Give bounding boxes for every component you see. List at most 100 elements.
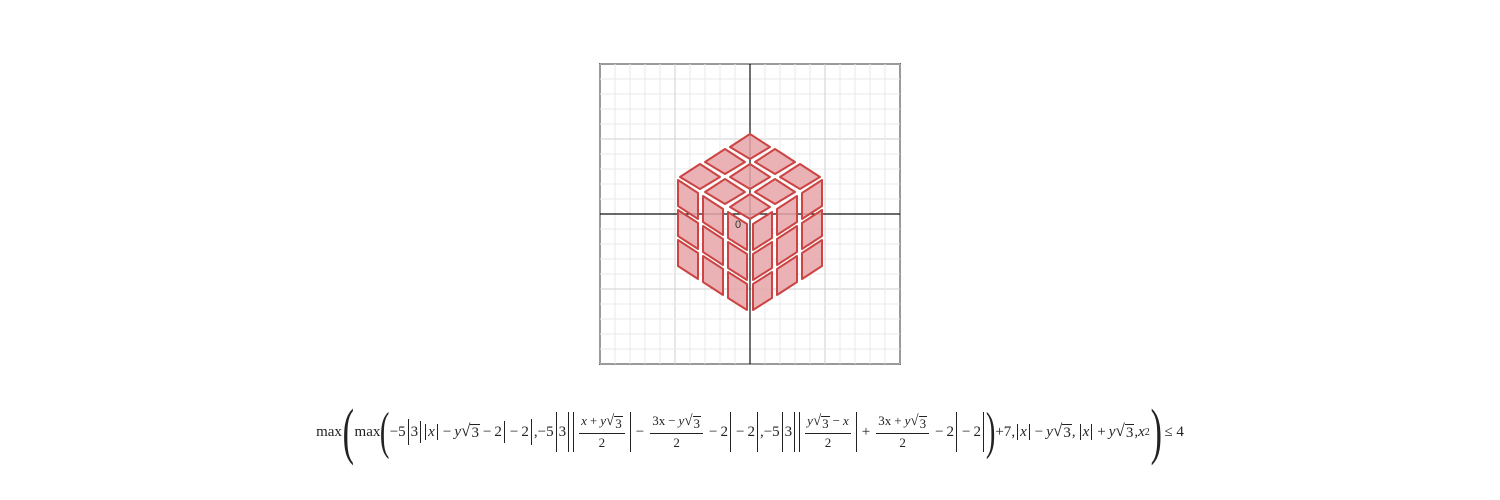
cube-piece-11	[702, 195, 724, 236]
op-minus: −	[509, 423, 519, 440]
sqrt: √3	[1115, 421, 1135, 442]
abs-bar	[781, 412, 783, 452]
comma: ,	[759, 423, 764, 440]
op-minus: −	[482, 423, 492, 440]
num-2: 2	[747, 423, 755, 440]
term1-coef: −5	[389, 423, 406, 440]
var-x: x	[428, 423, 435, 440]
frac-x-plus-ysqrt3: x+y√3 2	[579, 413, 625, 450]
num-2: 2	[494, 423, 502, 440]
graph-canvas: 0	[599, 63, 901, 365]
comma: ,	[1071, 423, 1076, 440]
cube-piece-5	[679, 163, 721, 190]
paren-close-outer: )	[1150, 398, 1162, 466]
op-minus: −	[442, 423, 452, 440]
abs-bar	[1017, 424, 1019, 440]
max-outer: max	[316, 423, 342, 440]
cube-piece-26	[776, 255, 798, 296]
paren-open-inner: (	[380, 403, 390, 460]
cube-piece-21	[752, 211, 773, 251]
cube-piece-23	[776, 225, 798, 266]
formula-expression: max ( max ( −5 3 x − y √3 − 2 − 2 , −5 3…	[0, 392, 1500, 472]
frac-3x-minus-ysqrt3: 3x−y√3 2	[650, 413, 704, 450]
term2-three: 3	[558, 423, 567, 440]
op-plus: +	[1097, 423, 1106, 440]
abs-bar	[568, 412, 570, 452]
cube-piece-14	[702, 225, 724, 266]
cube-piece-9	[729, 193, 771, 220]
op-minus: −	[735, 423, 745, 440]
op-minus: −	[709, 423, 718, 440]
abs-bar	[573, 412, 575, 452]
sqrt: √3	[460, 421, 480, 442]
abs-bar	[555, 412, 557, 452]
abs-bar	[503, 421, 505, 443]
cube-piece-17	[702, 255, 724, 296]
cube-piece-8	[754, 178, 796, 205]
op-minus: −	[1034, 423, 1044, 440]
leq-four: ≤ 4	[1164, 423, 1184, 440]
exponent-2: 2	[1144, 426, 1150, 438]
abs-bar	[729, 412, 731, 452]
cube-piece-2	[704, 148, 746, 175]
cube-piece-16	[677, 239, 699, 280]
abs-bar	[1091, 424, 1093, 440]
term1-three: 3	[410, 423, 419, 440]
frac-3x-plus-ysqrt3: 3x+y√3 2	[876, 413, 930, 450]
var-x: x	[1082, 423, 1090, 440]
abs-bar	[407, 419, 409, 445]
abs-bar	[425, 424, 427, 440]
abs-bar	[799, 412, 801, 452]
var-x-squared: x	[1138, 423, 1145, 440]
op-minus: −	[635, 423, 645, 440]
sqrt: √3	[1052, 421, 1072, 442]
paren-open-outer: (	[342, 398, 354, 466]
var-y: y	[1046, 423, 1053, 440]
cube-piece-10	[677, 179, 699, 220]
var-y: y	[454, 423, 461, 440]
var-x: x	[1020, 423, 1027, 440]
abs-bar	[756, 412, 758, 452]
num-2: 2	[720, 423, 728, 440]
op-minus: −	[935, 423, 944, 440]
comma: ,	[533, 423, 538, 440]
cube-piece-27	[752, 271, 773, 311]
abs-bar	[1079, 424, 1081, 440]
comma: ,	[1011, 423, 1016, 440]
graph-svg: 0	[599, 63, 901, 365]
paren-close-inner: )	[985, 403, 996, 460]
op-plus: +	[861, 423, 871, 440]
term3-three: 3	[784, 423, 793, 440]
max-inner: max	[354, 423, 381, 440]
var-y: y	[1108, 423, 1116, 440]
cube-piece-15	[727, 241, 748, 281]
cube-piece-12	[727, 211, 748, 251]
plus-seven: +7	[995, 423, 1012, 440]
cube-piece-1	[729, 133, 771, 160]
abs-bar	[956, 412, 958, 452]
cube-piece-24	[752, 241, 773, 281]
term3-coef: −5	[763, 423, 780, 440]
num-2: 2	[946, 423, 955, 440]
cube-piece-19	[801, 179, 823, 220]
abs-bar	[855, 412, 857, 452]
cube-piece-6	[779, 163, 821, 190]
abs-bar	[629, 412, 631, 452]
abs-bar	[530, 419, 532, 445]
abs-bar	[1028, 424, 1030, 440]
comma: ,	[1134, 423, 1139, 440]
op-minus: −	[962, 423, 971, 440]
cube-piece-18	[727, 271, 748, 311]
cube-piece-7	[704, 178, 746, 205]
abs-bar	[436, 424, 438, 440]
cube-piece-22	[801, 209, 823, 250]
abs-bar	[420, 421, 422, 443]
cube-piece-13	[677, 209, 699, 250]
cube-piece-25	[801, 239, 823, 280]
abs-bar	[794, 412, 796, 452]
term2-coef: −5	[537, 423, 554, 440]
num-2: 2	[521, 423, 529, 440]
cube-piece-20	[776, 195, 798, 236]
num-2: 2	[973, 423, 982, 440]
cube-piece-3	[754, 148, 796, 175]
